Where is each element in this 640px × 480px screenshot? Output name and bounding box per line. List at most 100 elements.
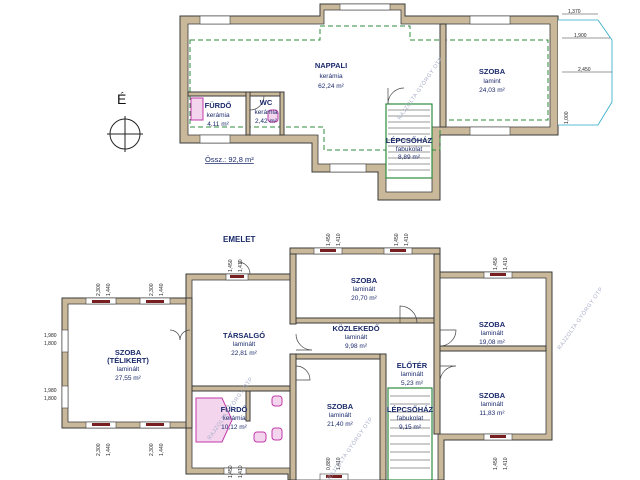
dim-label: 1,410 [404,233,410,246]
dim-label: 1,450 [326,233,332,246]
window-sill [320,249,336,252]
room-eloter-material: laminált [401,371,424,378]
upper-door-arc [179,329,191,341]
dim-label: 1,410 [238,259,244,272]
upper-door-arc [295,333,313,351]
room-szoba-mid-material: laminált [329,412,352,419]
north-label: É [117,91,126,107]
upper-door-arc [439,365,457,383]
room-furdo-upper-name: FÜRDŐ [221,405,248,414]
window-sill [92,300,110,303]
room-kozlekedo-material: laminált [345,334,368,341]
upper-wall-bath-top [191,385,291,392]
window-sill [230,275,244,278]
dim-label: 1,980 [44,333,57,339]
room-szoba-right-bottom-name: SZOBA [479,391,506,400]
ground-floor-dashed-outline [189,25,549,151]
window-sill [490,435,506,438]
dim-label: 1,440 [159,283,165,296]
ground-window [339,3,391,11]
upper-wall-stairs-left [379,353,387,480]
sink-icon [253,431,267,443]
room-nappali-material: kerámia [319,73,343,80]
room-kozlekedo-name: KÖZLEKEDŐ [332,324,379,333]
ground-window [469,15,511,25]
upper-wall-mid-left [289,353,297,480]
ground-window [199,134,231,144]
room-lepcsohaz-name: LÉPCSŐHÁZ [386,136,433,145]
dim-label: 1,000 [564,111,570,124]
ground-floor-total: Össz.: 92,8 m² [205,155,254,164]
room-szoba-area: 24,03 m² [479,87,505,94]
room-furdo-upper-area: 10,12 m² [221,424,247,431]
ground-wall-bath-top [187,91,281,97]
dim-label: 0,880 [326,457,332,470]
room-furdo-material: kerámia [206,112,230,119]
window-sill [146,423,164,426]
ground-window [199,15,231,25]
room-telikert-name: SZOBA [115,348,142,357]
toilet-icon [271,395,283,407]
dim-label: 1,410 [336,457,342,470]
room-tarsalgo-material: laminált [233,341,256,348]
upper-floor: EMELET [44,233,553,480]
upper-wall-bath-inner [245,390,251,422]
ground-wall-wc-right [279,91,285,136]
room-szoba-material: lamint [483,78,501,85]
dim-label: 1,370 [568,9,581,15]
upper-wall-szoba-top-bottom [295,317,435,324]
dim-label: 2,300 [149,443,155,456]
upper-floor-interior [67,253,547,480]
dim-label: 2,300 [149,283,155,296]
upper-wall-top-left [289,253,297,325]
ground-door-arc-wc [249,95,265,111]
room-wc-material: kerámia [254,109,278,116]
dim-label: 1,450 [394,233,400,246]
room-eloter-area: 5,23 m² [401,380,424,387]
room-szoba-top-area: 20,70 m² [351,295,377,302]
upper-wall-right-mid [439,345,547,352]
window-sill [390,249,406,252]
ground-bay-window [558,19,613,126]
room-furdo-area: 4,11 m² [207,121,229,128]
room-telikert-material: laminált [117,366,140,373]
dim-label: 1,440 [106,283,112,296]
room-lepcsohaz-upper-area: 9,15 m² [399,424,422,431]
dim-label: 1,450 [228,259,234,272]
window-sill [326,475,342,478]
dim-label: 1,410 [336,233,342,246]
upper-wall-mid-top [295,353,387,360]
room-wc-area: 2,42 m² [255,118,278,125]
dim-label: 1,800 [44,396,57,402]
room-telikert-sub: (TÉLIKERT) [107,356,149,365]
room-szoba-right-bottom-area: 11,83 m² [479,410,505,417]
room-kozlekedo-area: 9,98 m² [345,343,368,350]
upper-door-arc [237,261,251,275]
upper-window [61,385,69,409]
room-szoba-right-top-material: laminált [481,330,504,337]
ground-door-arc [387,87,405,105]
room-furdo-name: FÜRDŐ [205,101,232,110]
dim-label: 1,450 [228,465,234,478]
ground-window [469,126,511,136]
ground-wall-szoba [439,23,447,128]
ground-wall-bath-mid [245,91,251,136]
room-lepcsohaz-upper-name: LÉPCSŐHÁZ [387,405,434,414]
dim-label: 1,800 [44,341,57,347]
upper-stairs [387,387,433,480]
room-eloter-name: ELŐTÉR [397,361,428,370]
room-nappali-name: NAPPALI [315,61,347,70]
dim-label: 2,450 [578,67,591,73]
upper-door-arc [399,305,418,324]
dim-label: 1,440 [159,443,165,456]
room-szoba-mid-name: SZOBA [327,402,354,411]
dim-label: 1,410 [503,257,509,270]
window-sill [92,423,110,426]
upper-wall-telikert [185,297,193,429]
upper-floor-label: EMELET [223,235,256,244]
dim-label: 1,410 [238,465,244,478]
room-szoba-mid-area: 21,40 m² [327,421,353,428]
ground-floor: 1,370 1,900 2,450 1,000 NAPPALI kerámia … [179,3,613,201]
compass-icon: É [107,91,143,152]
